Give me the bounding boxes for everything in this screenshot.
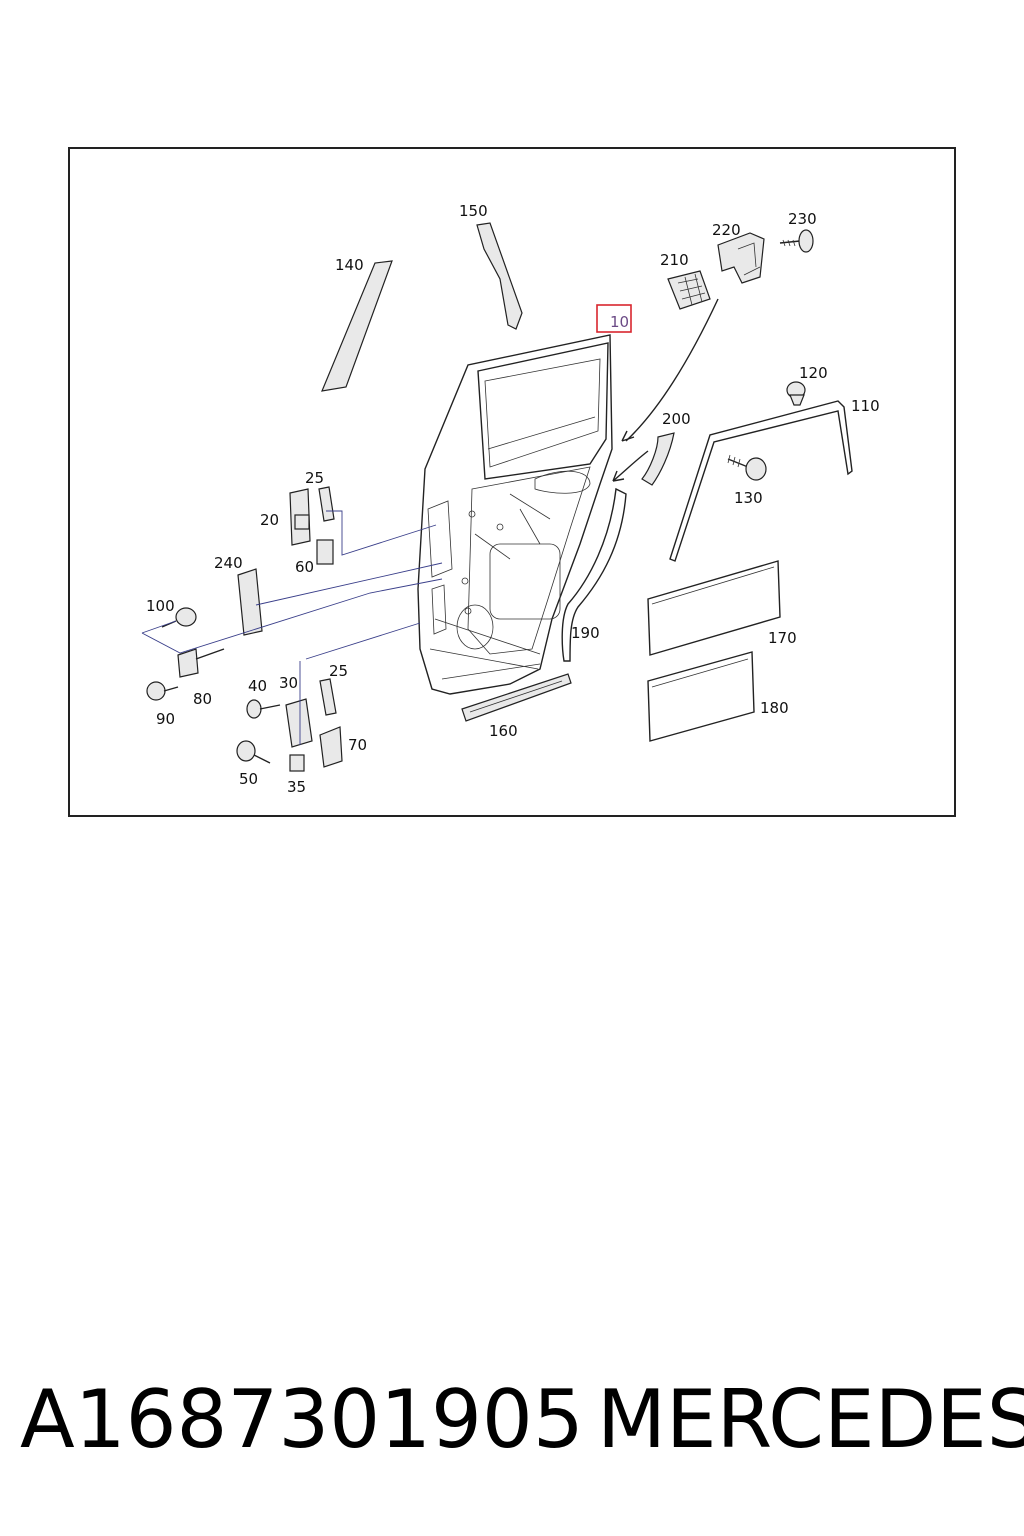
label-140: 140 — [335, 256, 364, 274]
label-30: 30 — [279, 674, 298, 692]
label-80: 80 — [193, 690, 212, 708]
label-25-lower: 25 — [329, 662, 348, 680]
label-35: 35 — [287, 778, 306, 796]
part-10-door-shell — [417, 334, 613, 695]
part-210-clip — [667, 270, 711, 310]
part-70-plate — [319, 726, 343, 768]
part-150-trim — [476, 222, 523, 330]
label-40: 40 — [248, 677, 267, 695]
label-170: 170 — [768, 629, 797, 647]
label-70: 70 — [348, 736, 367, 754]
part-170-panel — [647, 560, 781, 656]
arrow-to-door-upper — [625, 298, 719, 442]
part-80-check-strap — [177, 648, 225, 678]
label-50: 50 — [239, 770, 258, 788]
part-140-trim — [321, 260, 393, 392]
brand-name: MERCEDES — [597, 1373, 1024, 1466]
part-50-bolt — [236, 740, 271, 764]
part-40-screw — [246, 699, 281, 719]
part-35-nut — [289, 754, 305, 772]
label-120: 120 — [799, 364, 828, 382]
caption-bar: A1687301905 MERCEDES — [0, 1365, 1024, 1475]
label-110: 110 — [851, 397, 880, 415]
part-25-plate-upper — [318, 486, 335, 522]
part-180-panel — [647, 651, 755, 742]
highlight-box-10 — [596, 304, 632, 333]
part-60-plate — [316, 539, 334, 565]
label-200: 200 — [662, 410, 691, 428]
part-190-seal — [561, 487, 627, 662]
label-20: 20 — [260, 511, 279, 529]
label-100: 100 — [146, 597, 175, 615]
label-180: 180 — [760, 699, 789, 717]
label-25-upper: 25 — [305, 469, 324, 487]
part-220-bracket — [717, 232, 765, 284]
label-160: 160 — [489, 722, 518, 740]
label-10: 10 — [610, 313, 629, 331]
part-110-frame-strip — [669, 400, 853, 562]
part-90-bolt — [146, 681, 179, 701]
label-150: 150 — [459, 202, 488, 220]
part-120-clip — [786, 381, 806, 406]
label-210: 210 — [660, 251, 689, 269]
part-200-trim-piece — [641, 432, 675, 486]
part-30-hinge-lower — [285, 698, 313, 748]
part-230-screw — [779, 229, 814, 253]
door-exploded-diagram: 10 20 25 60 240 100 80 90 40 30 25 70 50… — [141, 202, 880, 796]
part-number: A1687301905 — [20, 1373, 584, 1466]
part-160-sill-strip — [461, 673, 572, 722]
part-20-hinge — [289, 488, 311, 546]
diagram-frame: 10 20 25 60 240 100 80 90 40 30 25 70 50… — [68, 147, 956, 817]
label-60: 60 — [295, 558, 314, 576]
part-25-plate-lower — [319, 678, 337, 716]
label-240: 240 — [214, 554, 243, 572]
label-230: 230 — [788, 210, 817, 228]
leader-lines — [141, 510, 443, 745]
part-130-bolt — [727, 454, 767, 481]
label-220: 220 — [712, 221, 741, 239]
arrow-to-door-lower — [612, 450, 649, 482]
label-130: 130 — [734, 489, 763, 507]
label-190: 190 — [571, 624, 600, 642]
label-90: 90 — [156, 710, 175, 728]
part-240-bracket — [237, 568, 263, 636]
